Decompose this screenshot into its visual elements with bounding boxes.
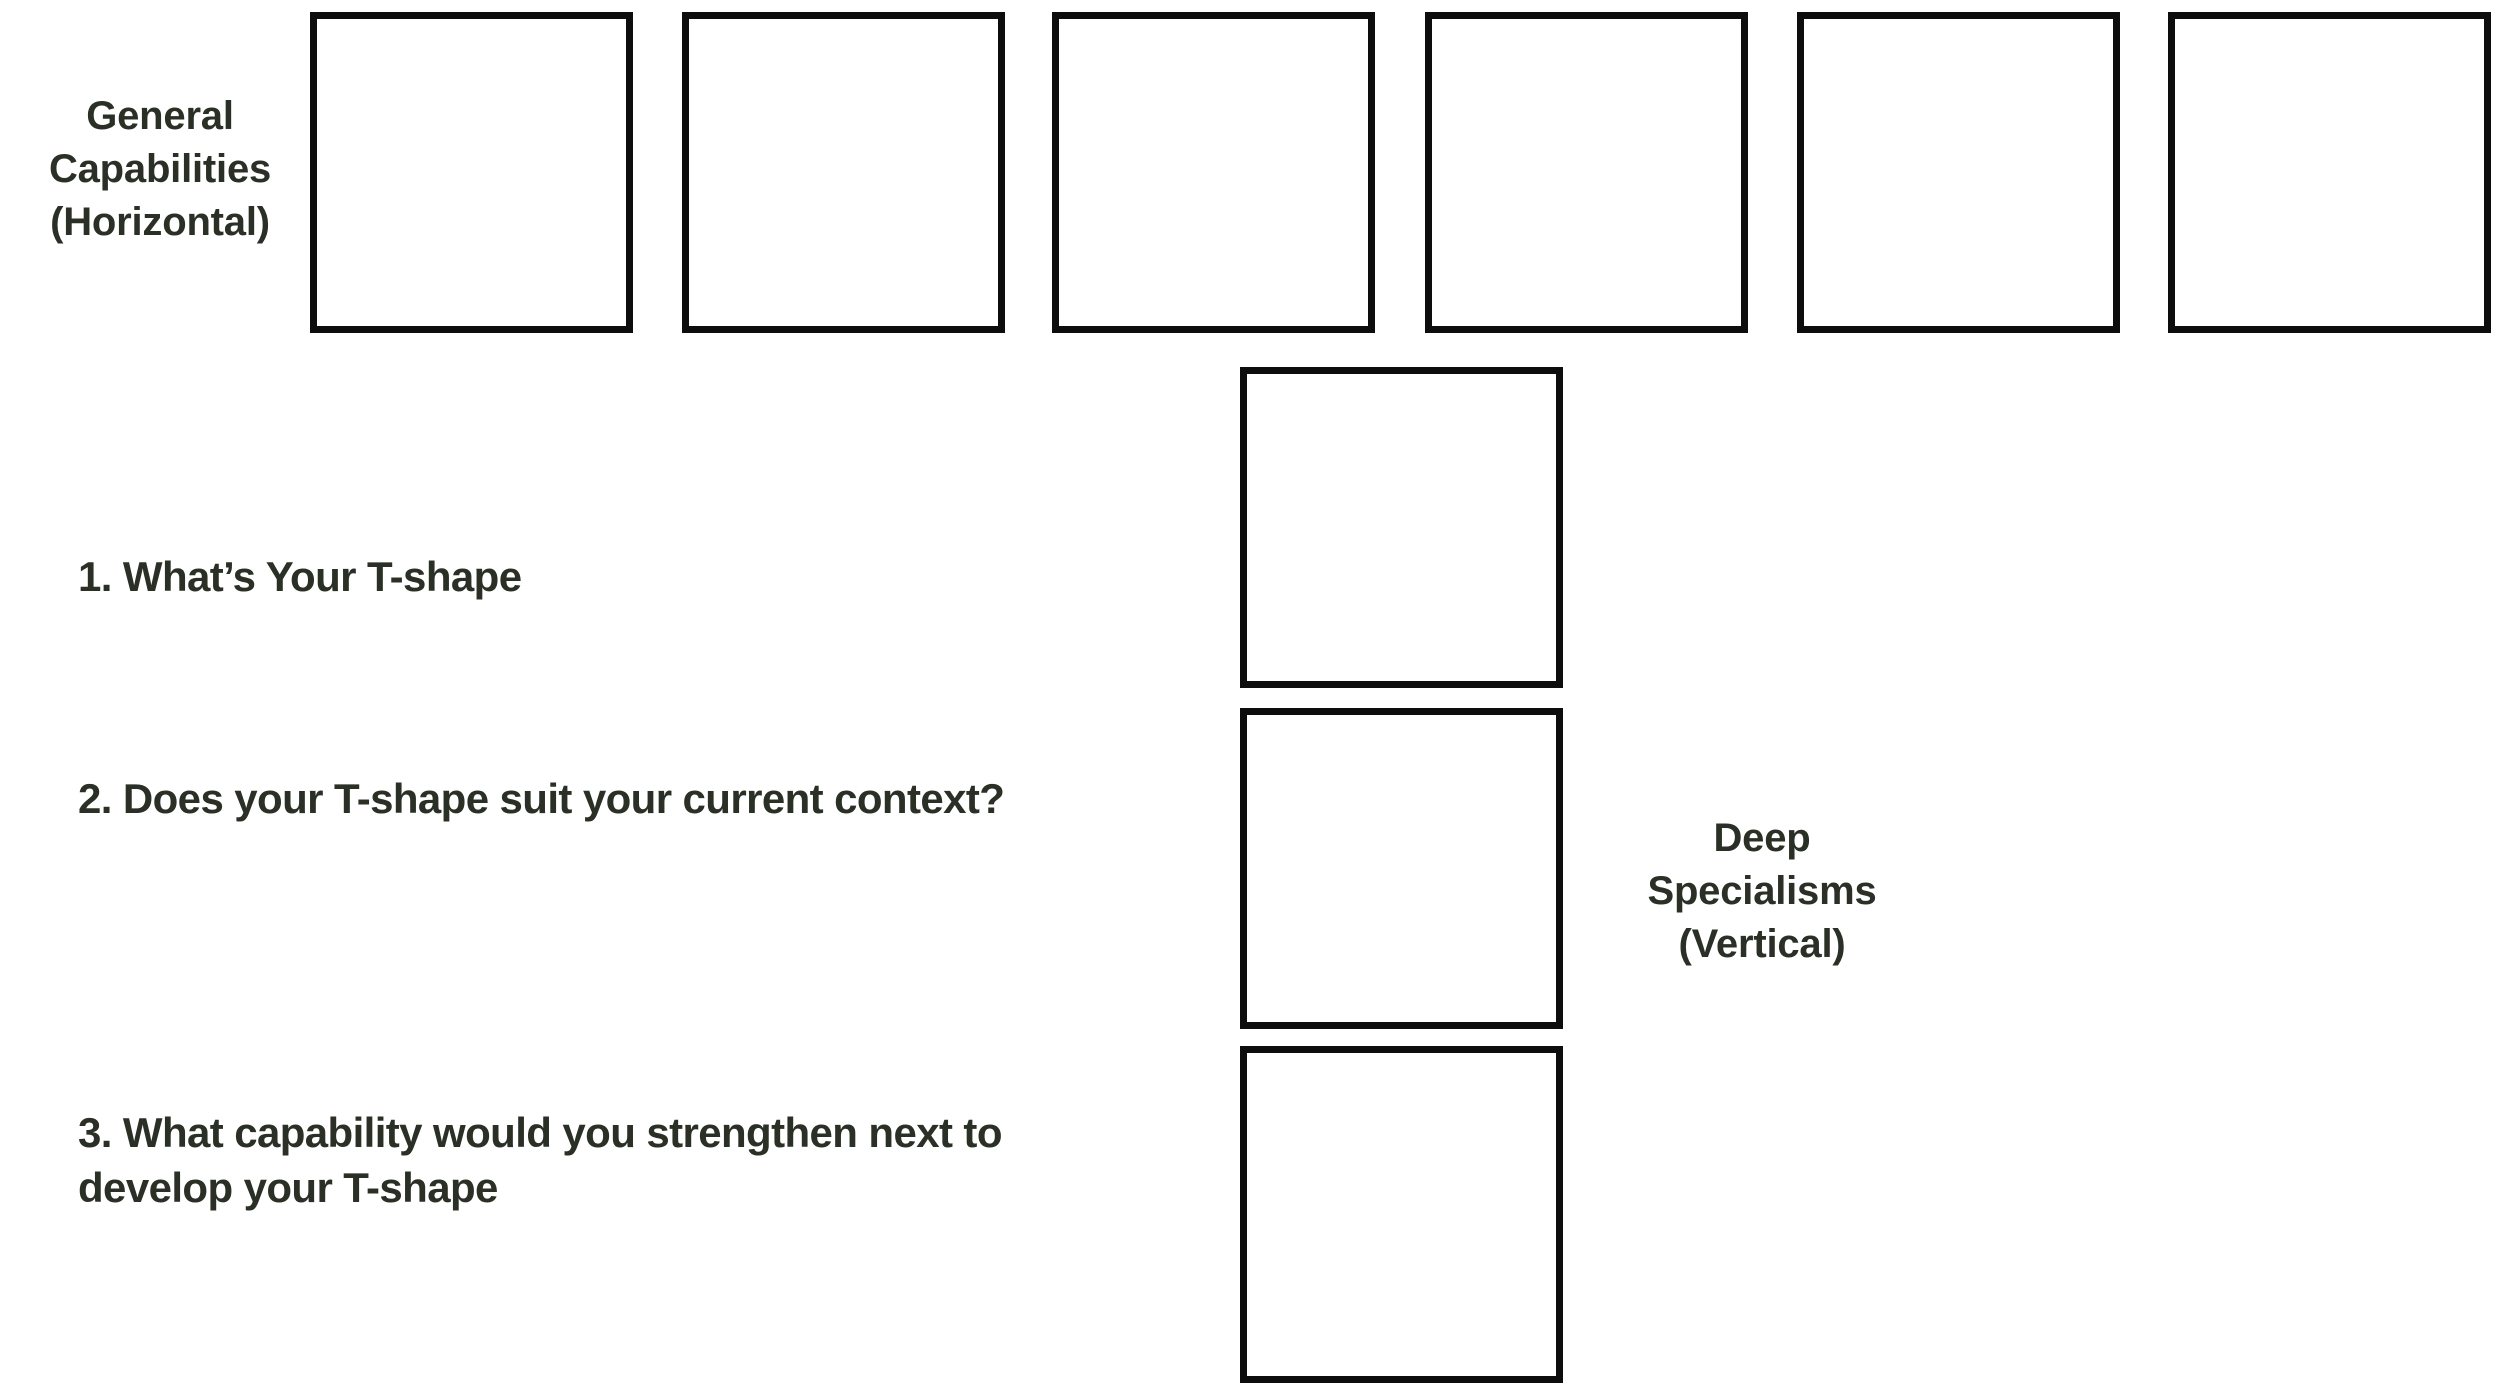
horizontal-capability-box-1[interactable] — [310, 12, 633, 333]
vertical-specialism-box-1[interactable] — [1240, 367, 1563, 688]
general-capabilities-label: General Capabilities (Horizontal) — [48, 94, 272, 244]
question-item-3: 3. What capability would you strengthen … — [78, 1109, 1002, 1211]
question-item-1: 1. What’s Your T-shape — [78, 553, 522, 600]
horizontal-capability-box-3[interactable] — [1052, 12, 1375, 333]
horizontal-capability-box-5[interactable] — [1797, 12, 2120, 333]
horizontal-capability-box-6[interactable] — [2168, 12, 2491, 333]
horizontal-capability-box-2[interactable] — [682, 12, 1005, 333]
vertical-specialism-box-3[interactable] — [1240, 1046, 1563, 1383]
horizontal-capability-box-4[interactable] — [1425, 12, 1748, 333]
deep-specialisms-label: Deep Specialisms (Vertical) — [1647, 816, 1877, 966]
vertical-specialism-box-2[interactable] — [1240, 708, 1563, 1029]
question-item-2: 2. Does your T-shape suit your current c… — [78, 775, 1005, 822]
